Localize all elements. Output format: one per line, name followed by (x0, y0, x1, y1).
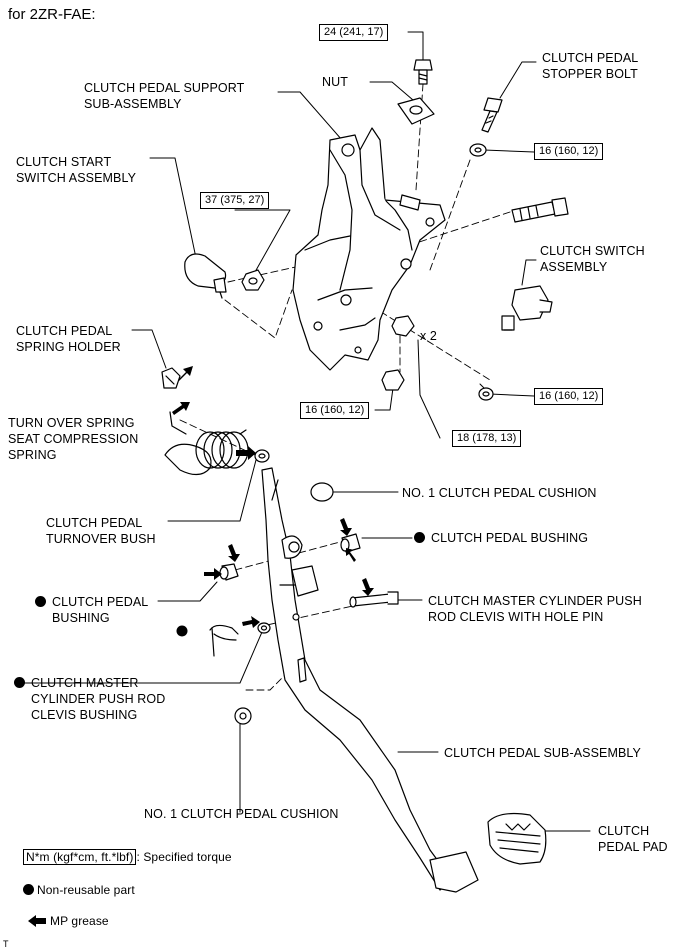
legend-torque-box: N*m (kgf*cm, ft.*lbf) (23, 849, 137, 865)
label-line: CLUTCH START (16, 155, 112, 169)
grease-arrows (172, 366, 374, 628)
label-line: CLUTCH PEDAL SUPPORT (84, 81, 245, 95)
label-line: CYLINDER PUSH ROD (31, 692, 166, 706)
torque-spec-upper-nut: 16 (160, 12) (534, 143, 604, 160)
leader-lines (22, 31, 591, 832)
label-bushing-left: CLUTCH PEDAL BUSHING (35, 594, 148, 626)
label-support-subassembly: CLUTCH PEDAL SUPPORT SUB-ASSEMBLY (84, 80, 244, 112)
non-reusable-bullet (14, 677, 25, 688)
label-line: SPRING HOLDER (16, 340, 121, 354)
non-reusable-bullet (23, 884, 34, 895)
clutch-switch-assembly (501, 285, 553, 331)
non-reusable-markers (176, 625, 188, 637)
torque-spec-start-switch-nut: 37 (375, 27) (200, 192, 270, 209)
nut-upper-right (469, 143, 487, 157)
label-line: CLEVIS BUSHING (31, 708, 138, 722)
label-times-two: x 2 (420, 329, 437, 343)
label-line: CLUTCH PEDAL (542, 51, 639, 65)
label-line: SUB-ASSEMBLY (84, 97, 182, 111)
label-cushion-bottom: NO. 1 CLUTCH PEDAL CUSHION (144, 807, 339, 821)
clevis-pin (349, 591, 399, 608)
top-bolt-and-nut (397, 59, 435, 125)
legend-torque: N*m (kgf*cm, ft.*lbf): Specified torque (23, 849, 232, 865)
long-bolt (511, 197, 569, 223)
legend-nonreusable-text: Non-reusable part (37, 883, 135, 897)
nut-37 (241, 269, 265, 291)
torque-spec-lower-nut: 16 (160, 12) (300, 402, 370, 419)
label-line: ASSEMBLY (540, 260, 608, 274)
label-start-switch: CLUTCH START SWITCH ASSEMBLY (16, 154, 136, 186)
bushings (219, 533, 361, 634)
label-line: CLUTCH MASTER CYLINDER PUSH (428, 594, 642, 608)
clutch-start-switch (184, 253, 227, 299)
legend-grease-text: MP grease (50, 914, 109, 928)
turnover-bush (254, 449, 270, 463)
label-line: CLUTCH (598, 824, 650, 838)
label-clutch-switch: CLUTCH SWITCH ASSEMBLY (540, 243, 645, 275)
legend-nonreusable: Non-reusable part (23, 882, 135, 898)
label-clevis-pin: CLUTCH MASTER CYLINDER PUSH ROD CLEVIS W… (428, 593, 642, 625)
label-cushion-top: NO. 1 CLUTCH PEDAL CUSHION (402, 486, 597, 500)
label-line: SWITCH ASSEMBLY (16, 171, 137, 185)
label-line: CLUTCH PEDAL (16, 324, 113, 338)
label-line: STOPPER BOLT (542, 67, 638, 81)
label-line: TURNOVER BUSH (46, 532, 156, 546)
corner-mark: T (3, 939, 9, 949)
stopper-bolt (481, 97, 503, 133)
clevis-clip (209, 624, 239, 657)
torque-spec-top-bolt: 24 (241, 17) (319, 24, 389, 41)
label-text: CLUTCH MASTER (31, 676, 139, 690)
label-line: ROD CLEVIS WITH HOLE PIN (428, 610, 604, 624)
pedal-cushions (234, 482, 334, 725)
clutch-pedal-pad (487, 812, 547, 865)
label-line: TURN OVER SPRING (8, 416, 135, 430)
label-pedal-pad: CLUTCH PEDAL PAD (598, 823, 668, 855)
legend-grease-arrow (28, 915, 46, 927)
label-turnover-spring: TURN OVER SPRING SEAT COMPRESSION SPRING (8, 415, 138, 463)
spring-holder (161, 367, 181, 389)
label-line: SPRING (8, 448, 57, 462)
non-reusable-bullet (35, 596, 46, 607)
label-line: SEAT COMPRESSION (8, 432, 139, 446)
label-turnover-bush: CLUTCH PEDAL TURNOVER BUSH (46, 515, 156, 547)
label-bushing-right: CLUTCH PEDAL BUSHING (414, 530, 588, 546)
non-reusable-bullet (414, 532, 425, 543)
label-line: CLUTCH PEDAL (46, 516, 143, 530)
label-line: CLUTCH SWITCH (540, 244, 645, 258)
label-clevis-bushing: CLUTCH MASTER CYLINDER PUSH ROD CLEVIS B… (14, 675, 165, 723)
lower-nuts (381, 315, 494, 401)
label-text: CLUTCH PEDAL (52, 595, 149, 609)
label-text: CLUTCH PEDAL BUSHING (431, 531, 589, 545)
legend-torque-text: : Specified torque (136, 850, 232, 864)
pedal-foot (429, 851, 479, 893)
page-header: for 2ZR-FAE: (8, 6, 96, 23)
label-stopper-bolt: CLUTCH PEDAL STOPPER BOLT (542, 50, 638, 82)
label-line: PEDAL PAD (598, 840, 668, 854)
label-nut: NUT (322, 75, 348, 89)
label-line: BUSHING (52, 611, 110, 625)
label-pedal-subassembly: CLUTCH PEDAL SUB-ASSEMBLY (444, 746, 641, 760)
torque-spec-x2-nut: 18 (178, 13) (452, 430, 522, 447)
pedal-support-bracket (292, 127, 446, 371)
turnover-spring (164, 411, 249, 476)
label-spring-holder: CLUTCH PEDAL SPRING HOLDER (16, 323, 121, 355)
torque-spec-lower-right-nut: 16 (160, 12) (534, 388, 604, 405)
